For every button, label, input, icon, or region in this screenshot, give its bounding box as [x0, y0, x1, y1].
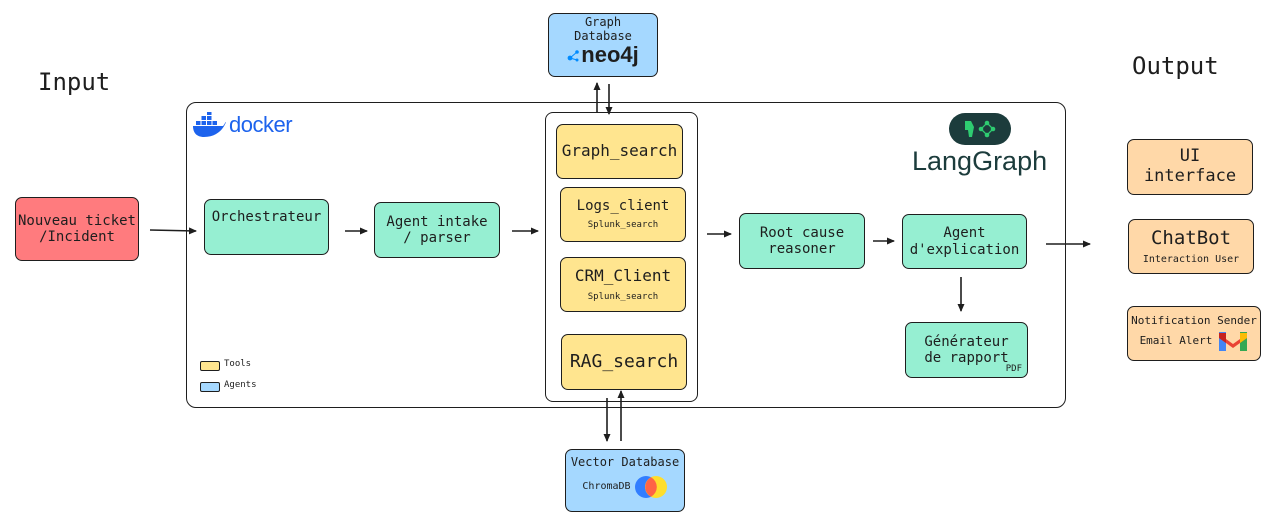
- crm-client-node: CRM_Client Splunk_search: [560, 257, 686, 312]
- docker-wordmark: docker: [229, 112, 293, 137]
- langgraph-icon: [949, 113, 1011, 145]
- vector-database-node: Vector Database ChromaDB: [565, 449, 685, 512]
- docker-container: [186, 102, 1066, 408]
- root-cause-line1: Root cause: [759, 224, 845, 241]
- root-cause-node: Root cause reasoner: [739, 213, 865, 269]
- generateur-line2: de rapport: [924, 350, 1009, 366]
- orchestrateur-node: Orchestrateur: [204, 199, 329, 255]
- notification-sub: Email Alert: [1139, 333, 1213, 347]
- root-cause-line2: reasoner: [768, 241, 836, 257]
- input-ticket-line1: Nouveau ticket: [17, 212, 136, 229]
- graph-db-line1: Graph: [584, 15, 622, 29]
- output-heading: Output: [1132, 52, 1219, 80]
- logs-client-node: Logs_client Splunk_search: [560, 187, 686, 242]
- agent-explication-node: Agent d'explication: [902, 214, 1027, 269]
- agent-intake-node: Agent intake / parser: [374, 202, 500, 258]
- chatbot-node: ChatBot Interaction User: [1128, 219, 1254, 274]
- rag-search-node: RAG_search: [561, 334, 687, 390]
- agent-explication-line2: d'explication: [909, 241, 1020, 258]
- crm-client-label: CRM_Client: [574, 266, 672, 286]
- input-heading: Input: [38, 68, 111, 96]
- vector-db-sub: ChromaDB: [582, 481, 631, 493]
- rag-search-label: RAG_search: [569, 350, 679, 372]
- legend-tools-label: Tools: [224, 359, 252, 369]
- logs-client-label: Logs_client: [576, 198, 670, 215]
- ui-line2: interface: [1143, 166, 1237, 186]
- crm-client-sub: Splunk_search: [587, 291, 659, 302]
- graph-search-node: Graph_search: [556, 124, 683, 179]
- neo4j-wordmark: neo4j: [581, 41, 639, 67]
- ui-interface-node: UI interface: [1127, 139, 1253, 195]
- agent-intake-line2: / parser: [403, 230, 471, 246]
- graph-database-node: Graph Database neo4j: [548, 13, 658, 77]
- graph-search-label: Graph_search: [561, 141, 678, 161]
- legend-agents-label: Agents: [224, 380, 257, 390]
- legend-tools-swatch: [200, 361, 220, 371]
- input-ticket-line2: /Incident: [39, 229, 115, 245]
- agent-explication-line1: Agent: [943, 225, 986, 242]
- generateur-line1: Générateur: [924, 333, 1009, 350]
- agent-intake-line1: Agent intake: [386, 213, 488, 230]
- neo4j-dot-icon: [567, 50, 580, 62]
- chatbot-title: ChatBot: [1150, 226, 1232, 249]
- notification-node: Notification Sender Email Alert: [1127, 306, 1261, 361]
- input-ticket-node: Nouveau ticket /Incident: [15, 197, 139, 261]
- chromadb-icon: [634, 475, 667, 498]
- legend-agents-swatch: [200, 382, 220, 392]
- neo4j-logo: neo4j: [567, 41, 639, 67]
- arrow-ticket-to-orchestrateur: [149, 227, 197, 235]
- logs-client-sub: Splunk_search: [587, 220, 659, 231]
- pdf-tag: PDF: [1005, 363, 1022, 374]
- generateur-rapport-node: Générateur de rapport PDF: [905, 322, 1028, 378]
- orchestrateur-label: Orchestrateur: [211, 208, 322, 225]
- chatbot-sub: Interaction User: [1142, 253, 1240, 265]
- notification-title: Notification Sender: [1131, 313, 1257, 327]
- ui-line1: UI: [1179, 146, 1201, 167]
- vector-db-title: Vector Database: [570, 455, 680, 470]
- docker-whale-icon: [193, 112, 226, 137]
- langgraph-wordmark: LangGraph: [912, 146, 1048, 176]
- docker-logo: docker: [192, 112, 293, 138]
- gmail-icon: [1219, 332, 1248, 352]
- graph-db-line2: Database: [574, 28, 632, 43]
